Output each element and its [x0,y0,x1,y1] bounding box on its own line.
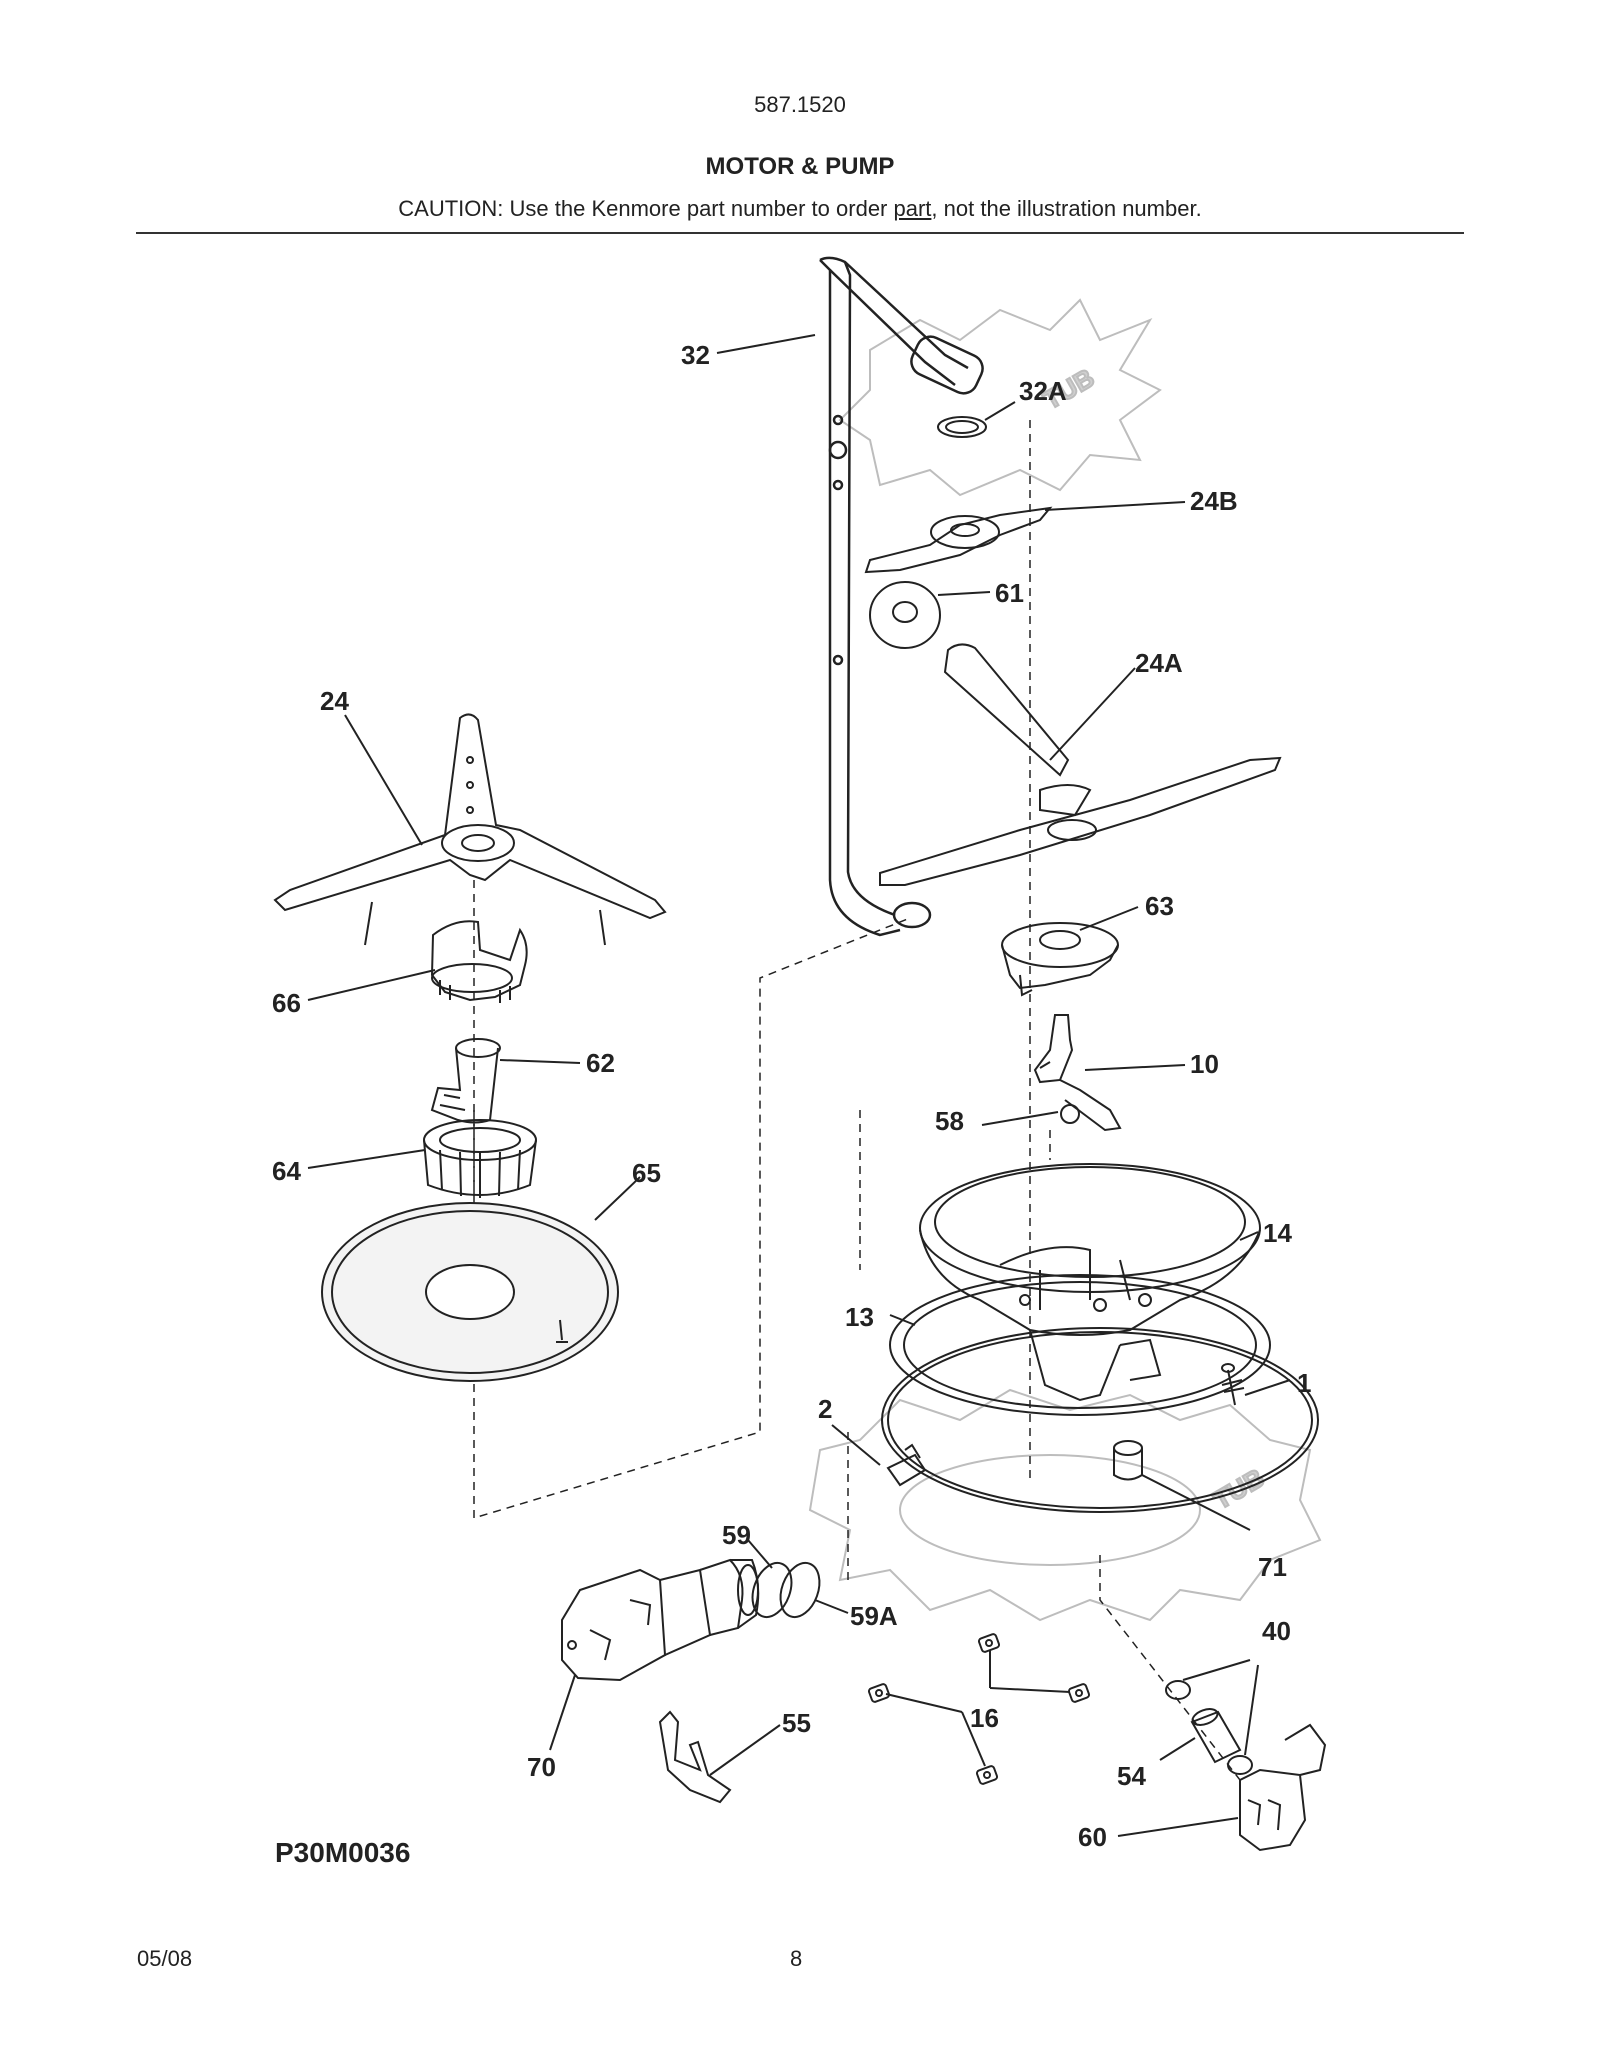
part-13-gasket [889,1274,1271,1416]
callout-71: 71 [1258,1552,1287,1582]
callout-32A: 32A [1019,376,1067,406]
diagram-code: P30M0036 [275,1837,410,1868]
clamp-band [881,1327,1319,1513]
callout-64: 64 [272,1156,301,1186]
callout-13: 13 [845,1302,874,1332]
callout-63: 63 [1145,891,1174,921]
lower-tub-outline: TUB [808,1388,1322,1622]
part-59A-o-ring [779,1561,821,1619]
lower-tub-label: TUB [1208,1462,1269,1515]
callout-1: 1 [1297,1368,1311,1398]
caution-note: CAUTION: Use the Kenmore part number to … [0,196,1600,222]
callout-66: 66 [272,988,301,1018]
part-32A-seal [937,416,987,438]
callout-40: 40 [1262,1616,1291,1646]
callout-60: 60 [1078,1822,1107,1852]
part-59-o-ring [751,1561,793,1619]
callout-14: 14 [1263,1218,1292,1248]
callout-10: 10 [1190,1049,1219,1079]
callout-62: 62 [586,1048,615,1078]
part-54-hose [1190,1708,1242,1764]
leader-lines [307,334,1291,1837]
part-61-disc [869,581,941,649]
part-40-hose-clamps [1165,1680,1253,1775]
footer-date: 05/08 [137,1946,193,1971]
part-16-grommets [867,1633,1091,1785]
callout-24B: 24B [1190,486,1238,516]
caution-prefix: CAUTION: Use the Kenmore part number to … [398,196,894,221]
part-62-inlet-tube [430,1038,501,1124]
callout-61: 61 [995,578,1024,608]
part-24A-middle-spray-arm [879,643,1282,886]
page-number: 8 [790,1946,803,1971]
part-71-grommet [1113,1440,1143,1481]
part-24B-upper-spray-arm [864,506,1053,574]
part-60-drain-pump [1239,1723,1327,1852]
callout-16: 16 [970,1703,999,1733]
header-divider [136,232,1464,234]
upper-tub-outline: TUB [838,298,1162,497]
part-63-pump-cover [1001,922,1119,997]
part-55-motor-bracket [658,1710,732,1804]
part-66-gear [430,920,528,1003]
part-64-filter-basket [423,1119,537,1198]
page-title: MOTOR & PUMP [705,153,895,180]
part-14-sump-housing [919,1163,1261,1402]
callout-32: 32 [681,340,710,370]
callout-24: 24 [320,686,349,716]
part-2-bracket [886,1443,927,1487]
part-65-filter-disc [321,1202,619,1382]
part-10-diverter [1033,1014,1122,1132]
callout-54: 54 [1117,1761,1146,1791]
callout-labels: 32 32A 24B 61 24A 24 63 66 62 10 58 64 6… [272,340,1311,1852]
callout-58: 58 [935,1106,964,1136]
part-32-riser-tube [819,256,984,937]
caution-part-link[interactable]: part [893,196,932,221]
callout-65: 65 [632,1158,661,1188]
part-1-screw [1221,1363,1245,1406]
callout-59A: 59A [850,1601,898,1631]
part-24-lower-spray-arm [273,713,667,946]
part-70-motor [561,1558,760,1682]
callout-59: 59 [722,1520,751,1550]
callout-24A: 24A [1135,648,1183,678]
part-58-ball [1060,1104,1080,1124]
callout-2: 2 [818,1394,832,1424]
callout-70: 70 [527,1752,556,1782]
caution-suffix: , not the illustration number. [931,196,1202,221]
callout-55: 55 [782,1708,811,1738]
model-number: 587.1520 [754,92,846,117]
